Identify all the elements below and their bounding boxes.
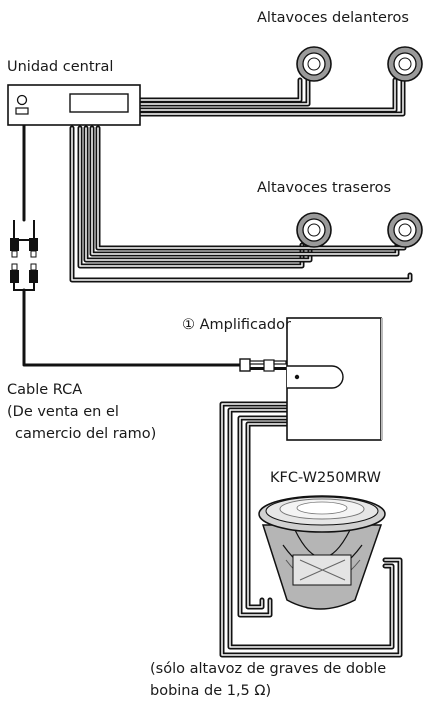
subwoofer-model-label: KFC-W250MRW [270,470,381,486]
rca-plug-amplifier [239,358,287,372]
amplifier-number: ① [182,317,195,333]
subwoofer [258,495,386,610]
front-speaker-left [296,46,332,82]
amplifier-text: Amplificador [199,317,291,333]
rca-plug-lower [10,263,38,291]
amplifier-feed-wire [69,125,413,283]
front-speaker-right [387,46,423,82]
amplifier-label: ① Amplificador [182,316,291,335]
rear-speakers-label: Altavoces traseros [257,180,392,196]
subwoofer-wire [219,401,403,658]
rca-cable-label-line2: (De venta en el [7,404,119,420]
rear-speaker-right [387,212,423,248]
head-unit-label: Unidad central [7,59,114,75]
front-speaker-wire [137,77,406,117]
rear-speaker-wire [77,125,407,269]
amplifier-box [286,317,383,441]
rca-cable [22,123,242,367]
subwoofer-note-line1: (sólo altavoz de graves de doble [150,661,387,677]
front-speakers-label: Altavoces delanteros [257,10,409,26]
subwoofer-note-line2: bobina de 1,5 Ω) [150,683,272,699]
rca-cable-label-line3: camercio del ramo) [15,426,157,442]
rca-cable-label-line1: Cable RCA [7,382,83,398]
head-unit-box [7,84,141,126]
rca-plug-upper [10,220,38,258]
rear-speaker-left [296,212,332,248]
